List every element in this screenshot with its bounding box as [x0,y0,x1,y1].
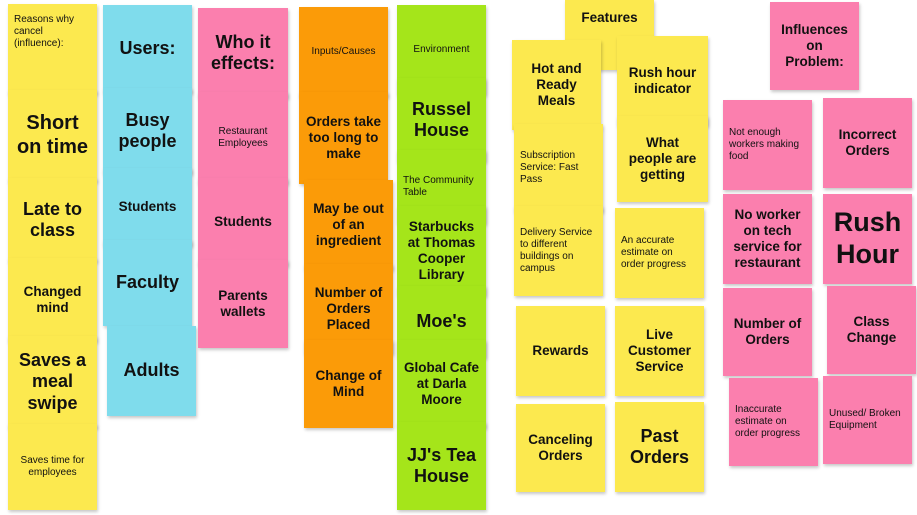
sticky-starbucks[interactable]: Starbucks at Thomas Cooper Library [397,206,486,296]
note-text: What people are getting [628,135,697,182]
note-text: Late to class [22,198,82,240]
note-text: Rewards [532,343,589,359]
sticky-live-customer-service[interactable]: Live Customer Service [615,306,704,396]
note-text: The Community Table [403,175,474,198]
sticky-past-orders[interactable]: Past Orders [615,402,704,492]
sticky-what-people-getting[interactable]: What people are getting [617,116,708,202]
note-text: May be out of an ingredient [313,201,384,248]
sticky-subscription-service[interactable]: Subscription Service: Fast Pass [514,124,603,212]
sticky-incorrect-orders[interactable]: Incorrect Orders [823,98,912,188]
sticky-restaurant-employees[interactable]: Restaurant Employees [198,92,288,184]
sticky-saves-meal-swipe[interactable]: Saves a meal swipe [8,336,97,428]
sticky-who-effects-header[interactable]: Who it effects: [198,8,288,98]
sticky-global-cafe[interactable]: Global Cafe at Darla Moore [397,340,486,428]
sticky-changed-mind[interactable]: Changed mind [8,258,97,342]
note-text: Reasons why cancel (influence): [14,14,75,49]
note-text: No worker on tech service for restaurant [733,207,802,270]
sticky-number-orders-placed[interactable]: Number of Orders Placed [304,264,393,354]
sticky-adults[interactable]: Adults [107,326,196,416]
note-text: Orders take too long to make [305,114,382,161]
note-text: Inputs/Causes [311,46,376,58]
sticky-rewards[interactable]: Rewards [516,306,605,396]
note-text: Canceling Orders [528,432,593,463]
sticky-number-of-orders[interactable]: Number of Orders [723,288,812,376]
sticky-busy-people[interactable]: Busy people [103,88,192,174]
note-text: Class Change [846,314,897,345]
note-text: Moe's [416,311,467,332]
note-text: Changed mind [23,284,82,315]
sticky-russel-house[interactable]: Russel House [397,78,486,162]
sticky-students-user[interactable]: Students [103,168,192,246]
note-text: Global Cafe at Darla Moore [403,360,479,407]
note-text: Students [118,199,177,215]
note-text: Delivery Service to different buildings … [520,227,593,274]
sticky-unused-equipment[interactable]: Unused/ Broken Equipment [823,376,912,464]
sticky-short-on-time[interactable]: Short on time [8,90,97,182]
note-text: Features [581,10,638,25]
note-text: Incorrect Orders [838,127,897,158]
note-text: Number of Orders Placed [314,285,383,332]
note-text: Who it effects: [210,31,276,73]
sticky-late-to-class[interactable]: Late to class [8,178,97,262]
sticky-hot-ready-meals[interactable]: Hot and Ready Meals [512,40,601,130]
note-text: Inaccurate estimate on order progress [735,404,801,439]
note-text: Restaurant Employees [218,126,268,149]
note-text: Change of Mind [315,368,382,399]
sticky-not-enough-workers[interactable]: Not enough workers making food [723,100,812,190]
sticky-inputs-header[interactable]: Inputs/Causes [299,7,388,97]
sticky-parents-wallets[interactable]: Parents wallets [198,260,288,348]
note-text: Russel House [411,98,472,140]
sticky-reasons-header[interactable]: Reasons why cancel (influence): [8,4,97,94]
sticky-rush-hour[interactable]: Rush Hour [823,194,912,284]
note-text: Rush hour indicator [628,65,697,96]
note-text: Rush Hour [833,207,902,269]
sticky-orders-too-long[interactable]: Orders take too long to make [299,92,388,184]
sticky-rush-hour-indicator[interactable]: Rush hour indicator [617,36,708,126]
sticky-influences-header[interactable]: Influences on Problem: [770,2,859,90]
sticky-accurate-estimate[interactable]: An accurate estimate on order progress [615,208,704,298]
note-text: Not enough workers making food [729,127,800,162]
note-text: Live Customer Service [627,327,691,374]
sticky-class-change[interactable]: Class Change [827,286,916,374]
note-text: Environment [413,44,470,56]
note-text: Number of Orders [733,316,802,347]
note-text: Short on time [16,112,89,158]
note-text: Subscription Service: Fast Pass [520,150,579,185]
note-text: Parents wallets [218,288,268,319]
note-text: Busy people [118,109,177,151]
sticky-students-effect[interactable]: Students [198,178,288,266]
note-text: Faculty [115,272,180,293]
sticky-jjs-tea-house[interactable]: JJ's Tea House [397,422,486,510]
note-text: Unused/ Broken Equipment [829,408,901,431]
note-text: Past Orders [629,425,690,467]
sticky-inaccurate-estimate[interactable]: Inaccurate estimate on order progress [729,378,818,466]
sticky-out-of-ingredient[interactable]: May be out of an ingredient [304,180,393,270]
note-text: JJ's Tea House [407,444,476,486]
sticky-delivery-service[interactable]: Delivery Service to different buildings … [514,206,603,296]
note-text: Students [214,214,272,230]
note-text: Influences on Problem: [781,22,848,69]
sticky-no-tech-worker[interactable]: No worker on tech service for restaurant [723,194,812,284]
note-text: Starbucks at Thomas Cooper Library [407,219,476,282]
note-text: Saves time for employees [20,455,85,478]
note-text: Hot and Ready Meals [531,61,582,108]
sticky-saves-time-employees[interactable]: Saves time for employees [8,424,97,510]
sticky-change-of-mind[interactable]: Change of Mind [304,340,393,428]
note-text: An accurate estimate on order progress [621,235,687,270]
note-text: Adults [123,360,180,381]
note-text: Users: [119,38,176,59]
sticky-users-header[interactable]: Users: [103,5,192,93]
note-text: Saves a meal swipe [18,350,87,413]
sticky-faculty[interactable]: Faculty [103,240,192,326]
sticky-canceling-orders[interactable]: Canceling Orders [516,404,605,492]
